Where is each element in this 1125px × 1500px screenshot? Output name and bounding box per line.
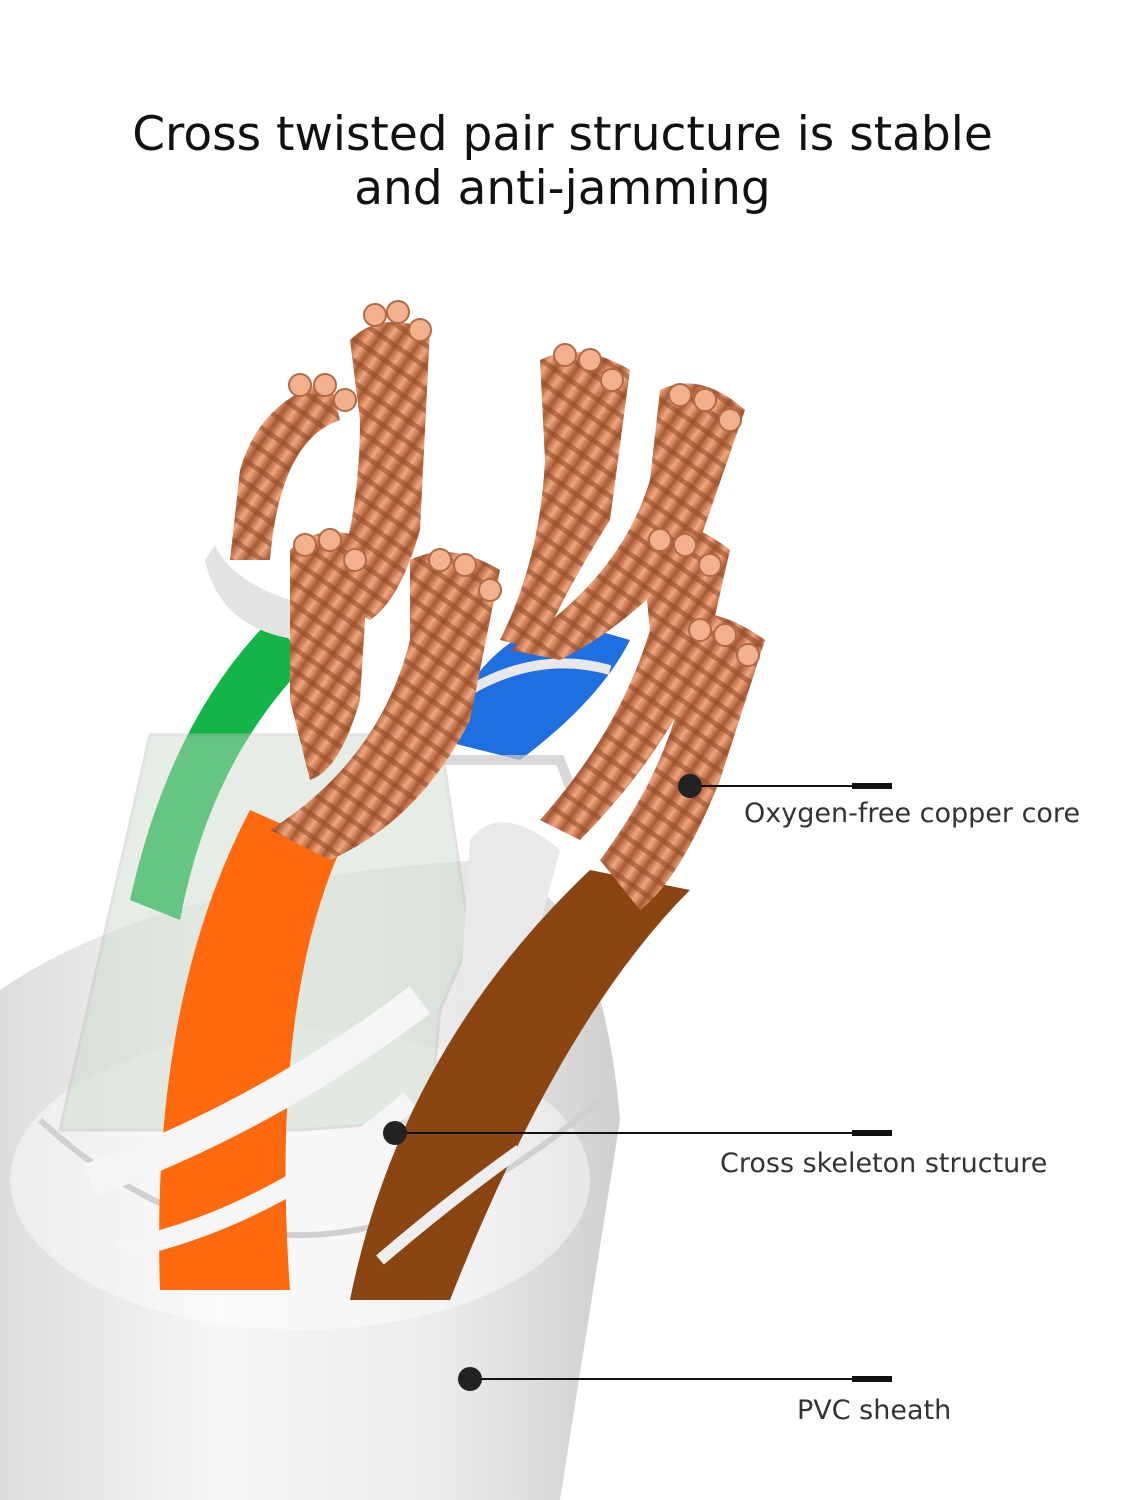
- page-title: Cross twisted pair structure is stable a…: [0, 108, 1125, 216]
- headline-line-1: Cross twisted pair structure is stable: [132, 107, 993, 162]
- orange-wire-pair: [84, 810, 431, 1290]
- callout-cross-skeleton-label: Cross skeleton structure: [720, 1148, 1048, 1179]
- brown-wire-pair: [350, 822, 690, 1300]
- copper-cores: [230, 300, 765, 910]
- callout-leader-end-bars: [852, 783, 892, 1382]
- callout-anchor-dots: [383, 774, 702, 1391]
- blue-wire-pair: [440, 620, 630, 760]
- green-wire-pair: [130, 545, 310, 920]
- callout-copper-core-label: Oxygen-free copper core: [744, 798, 1081, 829]
- headline-line-2: and anti-jamming: [354, 161, 771, 216]
- callout-pvc-sheath-label: PVC sheath: [797, 1395, 952, 1426]
